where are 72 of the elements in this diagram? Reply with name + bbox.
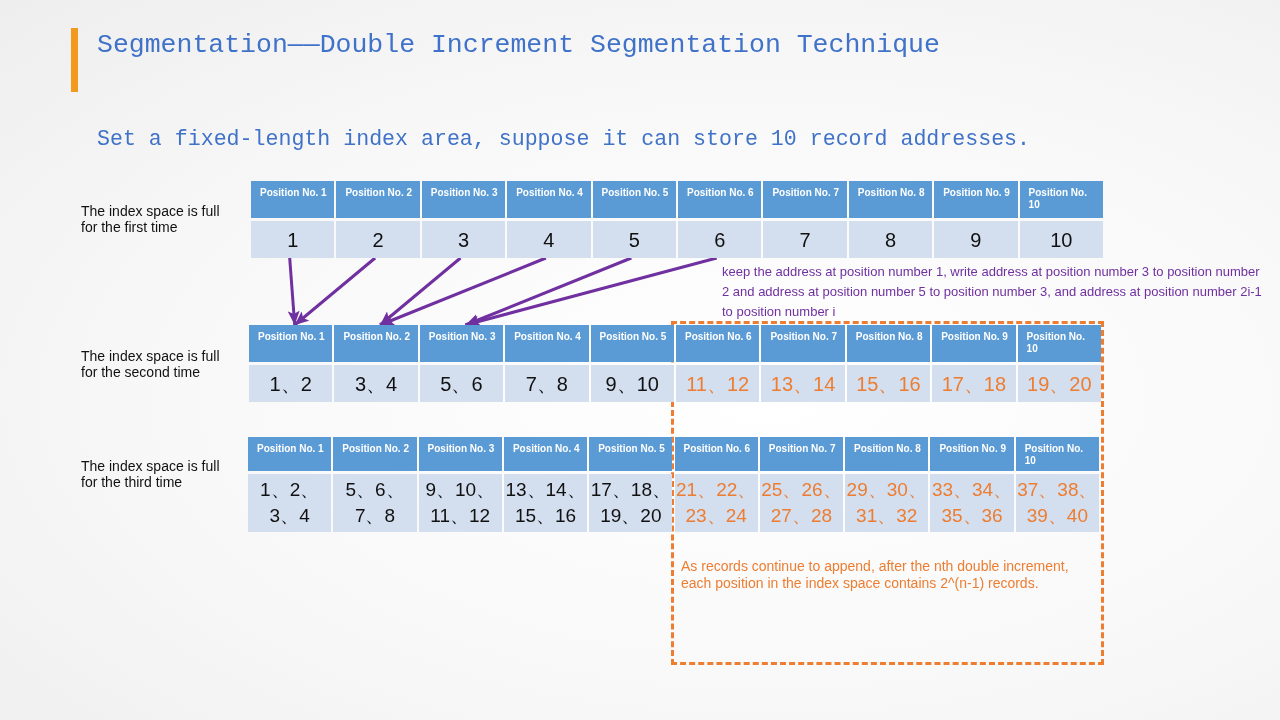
header-cell: Position No. 2 [333, 437, 417, 471]
dashed-box [670, 321, 1104, 665]
header-cell: Position No. 3 [419, 325, 504, 362]
header-cell: Position No. 5 [589, 437, 673, 471]
header-cell: Position No. 9 [930, 437, 1014, 471]
value-cell: 6 [678, 221, 762, 258]
header-cell: Position No. 6 [678, 181, 762, 218]
header-cell: Position No. 9 [934, 181, 1018, 218]
header-cell: Position No. 8 [845, 437, 929, 471]
header-cell: Position No. 4 [505, 325, 589, 362]
value-cell: 9、10 [590, 365, 674, 402]
value-cell: 37、38、39、40 [1015, 474, 1099, 532]
row-label: The index space is full for the third time [81, 458, 221, 490]
value-cell: 17、18、19、20 [589, 474, 673, 532]
value-cell: 29、30、31、32 [845, 474, 929, 532]
header-cell: Position No. 3 [418, 437, 502, 471]
value-cell: 4 [507, 221, 591, 258]
value-cell: 1、2、3、4 [248, 474, 332, 532]
value-cell: 25、26、27、28 [759, 474, 844, 532]
header-cell: Position No. 5 [590, 325, 674, 362]
value-cell: 13、14、15、16 [503, 474, 588, 532]
header-cell: Position No. 2 [334, 325, 418, 362]
value-cell: 17、18 [932, 365, 1016, 402]
title: Segmentation——Double Increment Segmentation Technique [97, 29, 940, 62]
value-cell: 9、10、11、12 [418, 474, 502, 532]
header-cell: Position No. 7 [761, 325, 845, 362]
header-cell: Position No. 8 [846, 325, 931, 362]
header-cell: Position No. 5 [592, 181, 676, 218]
value-cell: 21、22、23、24 [674, 474, 758, 532]
value-cell: 3 [421, 221, 506, 258]
header-cell: Position No. 1 [251, 181, 335, 218]
header-cell: Position No. 10 [1017, 325, 1101, 362]
arrow [379, 256, 547, 327]
value-cell: 13、14 [761, 365, 845, 402]
value-cell: 8 [848, 221, 933, 258]
value-cell: 1 [251, 221, 335, 258]
header-cell: Position No. 9 [932, 325, 1016, 362]
value-cell: 7 [763, 221, 847, 258]
row-label: The index space is full for the first time [81, 203, 221, 235]
header-cell: Position No. 10 [1019, 181, 1103, 218]
value-cell: 1、2 [249, 365, 333, 402]
row-label: The index space is full for the second time [81, 348, 221, 380]
note-text: keep the address at position number 1, write address at position number 3 to position number 2 and address at position number 5 to position number 3, and address at position number 2i-1 to position number i [722, 263, 1263, 321]
value-cell: 5、6 [419, 365, 504, 402]
value-cell: 33、34、35、36 [930, 474, 1014, 532]
header-cell: Position No. 2 [336, 181, 420, 218]
header-cell: Position No. 8 [848, 181, 933, 218]
value-cell: 10 [1019, 221, 1103, 258]
value-cell: 5 [592, 221, 676, 258]
note-text: As records continue to append, after the nth double increment, each position in the index space contains 2^(n-1) records. [681, 558, 1070, 592]
header-cell: Position No. 1 [248, 437, 332, 471]
value-cell: 19、20 [1017, 365, 1101, 402]
value-cell: 3、4 [334, 365, 418, 402]
arrow [287, 257, 300, 326]
arrow [465, 256, 718, 328]
value-cell: 11、12 [676, 365, 760, 402]
header-cell: Position No. 7 [759, 437, 844, 471]
header-cell: Position No. 6 [674, 437, 758, 471]
value-cell: 2 [336, 221, 420, 258]
header-cell: Position No. 4 [503, 437, 588, 471]
header-cell: Position No. 10 [1015, 437, 1099, 471]
header-cell: Position No. 3 [421, 181, 506, 218]
value-cell: 5、6、7、8 [333, 474, 417, 532]
subtitle: Set a fixed-length index area, suppose it can store 10 record addresses. [97, 126, 1031, 153]
arrow [293, 256, 377, 327]
header-cell: Position No. 7 [763, 181, 847, 218]
value-cell: 9 [934, 221, 1018, 258]
header-cell: Position No. 1 [249, 325, 333, 362]
header-cell: Position No. 4 [507, 181, 591, 218]
header-cell: Position No. 6 [676, 325, 760, 362]
value-cell: 7、8 [505, 365, 589, 402]
value-cell: 15、16 [846, 365, 931, 402]
